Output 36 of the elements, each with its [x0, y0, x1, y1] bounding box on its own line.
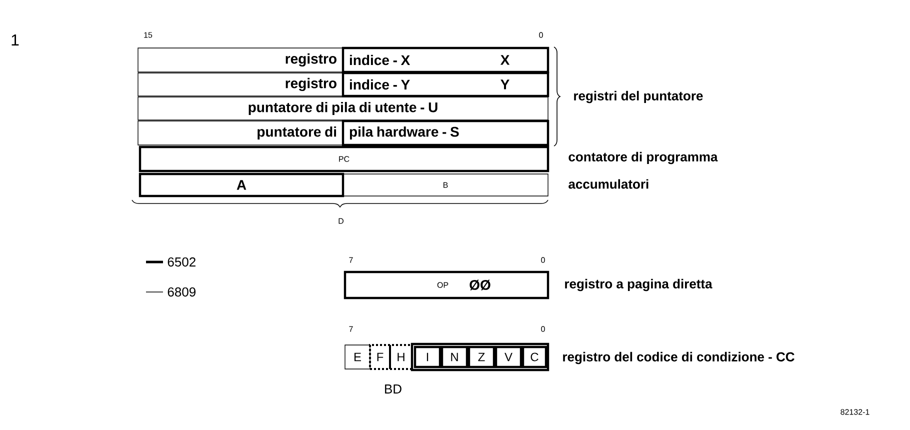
flag-cell: Z — [468, 346, 496, 368]
flag-cell: H — [389, 344, 413, 370]
register-label: contatore di programma — [568, 152, 718, 164]
bit-label: D — [338, 218, 344, 224]
register-box: B — [342, 174, 548, 196]
register-box: puntatore di — [138, 120, 344, 146]
register-box: OP ØØ — [344, 270, 550, 300]
bit-label: 0 — [541, 257, 545, 263]
legend-text: 6502 — [168, 257, 196, 267]
register-box: indice - Y Y — [342, 72, 550, 98]
flag-cell: F — [369, 344, 391, 370]
register-box: indice - X X — [342, 46, 550, 74]
register-box: puntatore di pila di utente - U — [138, 96, 548, 120]
register-label: registro del codice di condizione - CC — [563, 352, 794, 364]
bit-label: 0 — [539, 32, 543, 38]
register-label: accumulatori — [568, 179, 648, 189]
register-box: pila hardware - S — [342, 120, 550, 146]
bit-label: 7 — [349, 326, 353, 332]
register-box: A — [138, 172, 344, 198]
register-box: PC — [138, 146, 550, 172]
bit-label: 7 — [349, 257, 353, 263]
legend-text: 6809 — [168, 287, 196, 297]
field-label: BD — [385, 384, 402, 394]
flag-cell: E — [344, 344, 370, 370]
bit-label: 15 — [144, 32, 152, 38]
register-box: registro — [138, 48, 344, 72]
flag-cell: I — [414, 346, 442, 368]
register-label: registri del puntatore — [574, 90, 703, 104]
figure-number: 1 — [12, 34, 19, 46]
flag-cell: N — [440, 346, 468, 368]
flag-cell: C — [522, 346, 548, 368]
flag-cell: V — [494, 346, 522, 368]
register-label: registro a pagina diretta — [565, 278, 712, 292]
figure-code: 82132-1 — [840, 409, 870, 415]
bit-label: 0 — [541, 326, 545, 332]
register-box: registro — [138, 72, 344, 96]
